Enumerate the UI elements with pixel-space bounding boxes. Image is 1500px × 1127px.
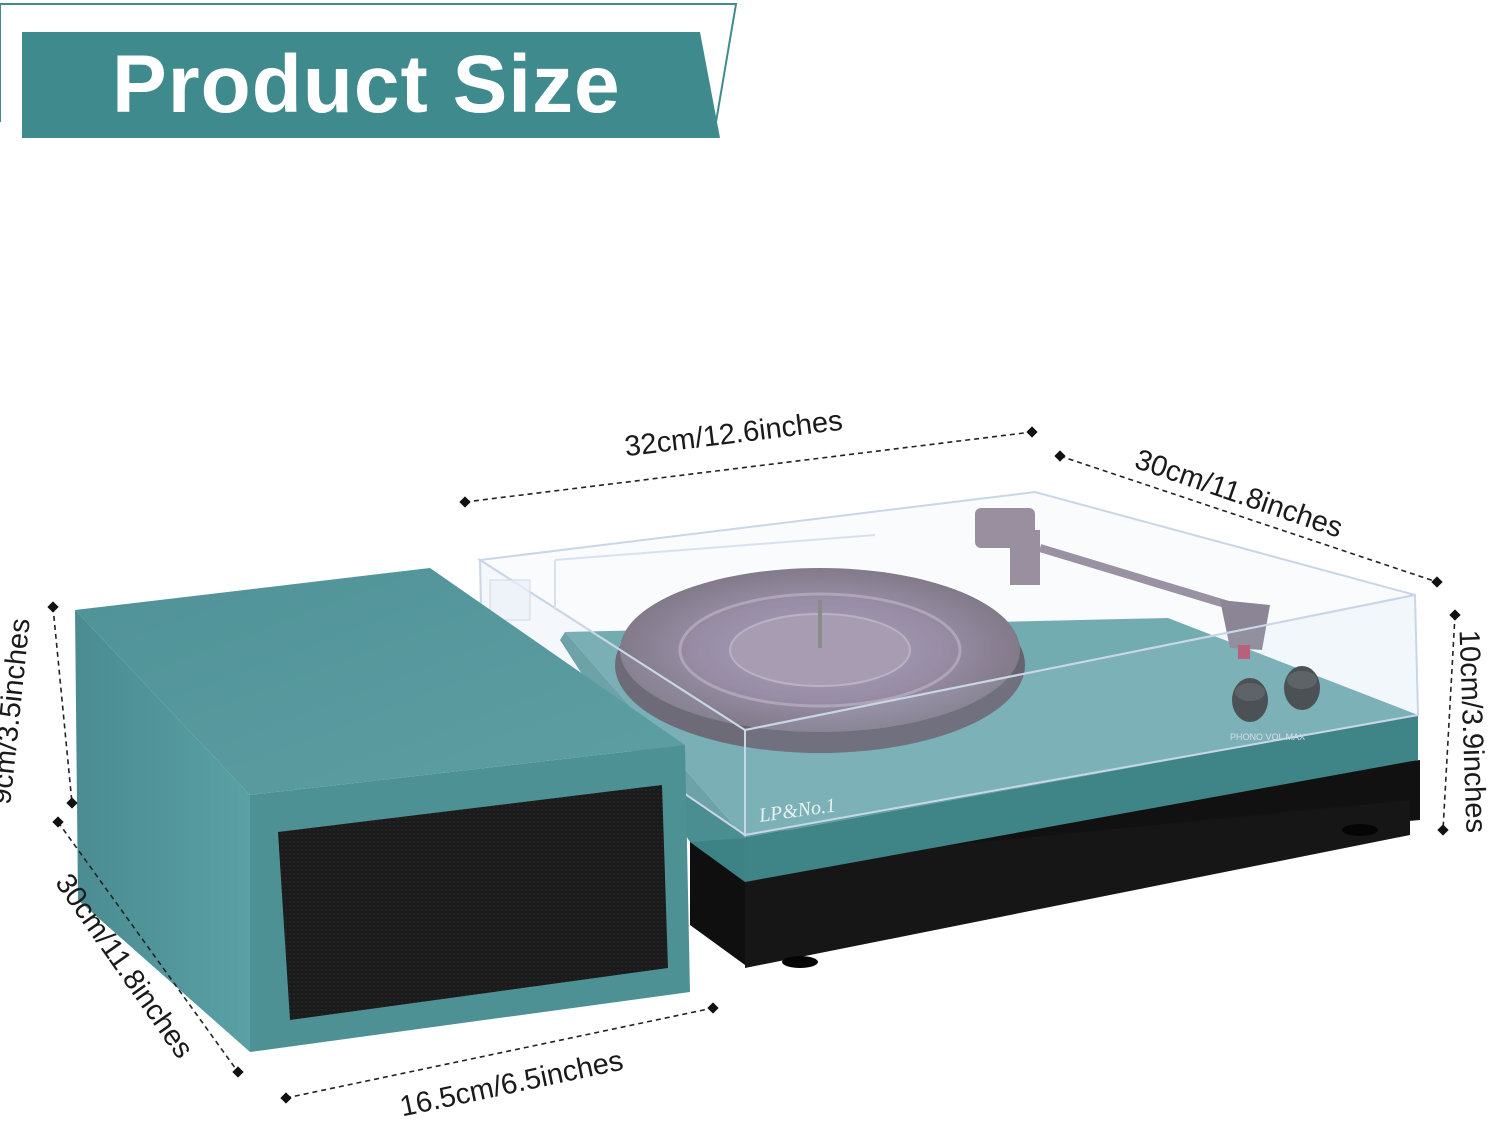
dimension-lines	[52, 431, 1456, 1099]
dimension-endpoints	[47, 426, 1461, 1104]
speaker-box	[75, 568, 690, 1052]
dim-turntable-height: 10cm/3.9inches	[1452, 629, 1492, 834]
control-knobs: PHONO VOL MAX	[1230, 666, 1320, 742]
speaker-grille	[278, 785, 668, 1020]
record-platter	[615, 568, 1025, 753]
svg-text:PHONO VOL MAX: PHONO VOL MAX	[1230, 732, 1305, 742]
tonearm	[975, 508, 1270, 659]
banner-outline-line	[0, 3, 738, 123]
title-banner	[0, 3, 738, 138]
banner-fill	[22, 32, 720, 138]
page-title: Product Size	[112, 39, 621, 130]
